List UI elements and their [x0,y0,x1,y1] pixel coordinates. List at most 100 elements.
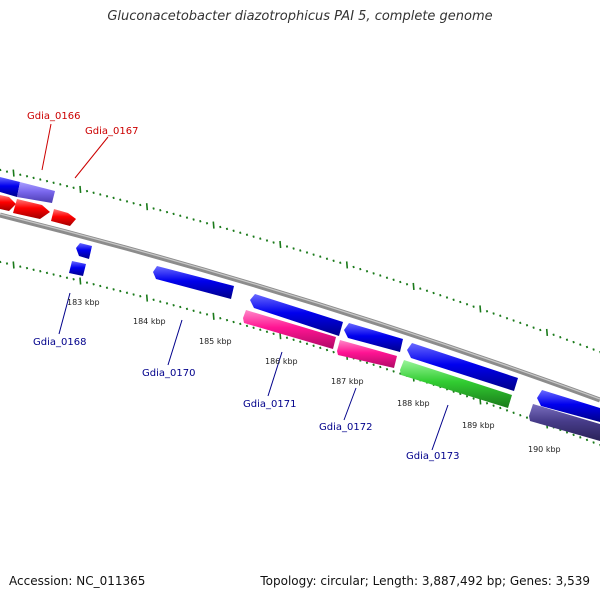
minor-tick [172,212,175,216]
minor-tick [152,207,155,210]
gene-label[interactable]: Gdia_0166 [27,111,80,122]
minor-tick [492,404,495,407]
minor-tick [459,392,462,396]
minor-tick [552,333,555,337]
minor-tick [132,201,135,205]
minor-tick [59,183,62,186]
major-tick [545,328,549,336]
minor-tick [272,241,275,244]
minor-tick [512,319,515,322]
gene-label[interactable]: Gdia_0171 [243,399,296,410]
minor-tick [125,291,129,295]
minor-tick [245,233,249,236]
minor-tick [299,249,302,252]
minor-tick [232,229,235,233]
minor-tick [179,305,182,309]
genome-backbone [0,212,600,403]
minor-tick [105,194,109,198]
minor-tick [72,278,75,281]
gene-label-leaders [41,123,449,451]
minor-tick [379,365,382,369]
minor-tick [372,363,375,367]
gene-label[interactable]: Gdia_0170 [142,368,195,379]
minor-tick [512,411,515,415]
minor-tick [259,237,262,240]
minor-tick [259,328,262,332]
minor-tick [505,316,509,320]
gene-label[interactable]: Gdia_0168 [33,337,86,348]
minor-tick [92,191,95,195]
minor-tick [305,251,309,254]
gene-reverse-blue [344,323,403,352]
minor-tick [52,273,55,276]
minor-tick [365,269,369,273]
scale-labels: 183 kbp 184 kbp 185 kbp 186 kbp 187 kbp … [67,298,561,454]
minor-tick [405,282,409,286]
gene-label[interactable]: Gdia_0173 [406,451,459,462]
minor-tick [59,274,62,278]
minor-tick [225,318,229,322]
minor-tick [185,307,189,311]
leader-line [58,292,71,335]
major-tick [12,169,15,177]
minor-tick [592,441,595,444]
minor-tick [239,322,242,326]
minor-tick [325,257,329,260]
minor-tick [239,231,242,234]
minor-tick [472,305,475,308]
minor-tick [539,328,542,332]
leader-line [41,123,52,171]
minor-tick [585,438,589,442]
minor-tick [112,288,115,291]
minor-tick [379,274,382,277]
minor-tick [225,227,229,231]
minor-tick [399,280,402,284]
gene-reverse-blue [76,243,92,259]
minor-tick [185,216,189,219]
scale-label: 184 kbp [133,317,166,326]
minor-tick [312,344,315,348]
leader-line [343,387,357,421]
minor-tick [265,330,269,333]
forward-strand-genes [0,177,76,226]
minor-tick [579,343,582,346]
accession-text: Accession: NC_011365 [9,574,146,588]
minor-tick [5,170,9,173]
minor-tick [365,361,369,364]
minor-tick [45,271,49,275]
minor-tick [499,406,502,410]
gene-reverse-pink [243,310,336,349]
scale-label: 183 kbp [67,298,100,307]
minor-tick [252,326,255,330]
minor-tick [519,321,522,325]
minor-tick [139,295,142,298]
minor-tick [139,203,142,207]
minor-tick [159,300,162,303]
minor-tick [299,340,302,344]
gene-forward-red [0,195,16,211]
minor-tick [439,294,442,297]
minor-tick [325,348,329,352]
minor-tick [459,300,462,304]
leader-line [267,351,283,397]
gene-label[interactable]: Gdia_0172 [319,422,372,433]
minor-tick [592,348,595,351]
minor-tick [519,413,522,417]
gene-label[interactable]: Gdia_0167 [85,126,138,137]
minor-tick [159,209,162,212]
minor-tick [352,265,355,269]
minor-tick [52,181,55,185]
minor-tick [425,289,429,293]
minor-tick [472,397,475,400]
gene-reverse-blue [537,390,600,422]
minor-tick [152,298,155,302]
minor-tick [19,265,22,268]
leader-line [74,136,109,179]
minor-tick [0,260,2,264]
minor-tick [465,394,469,398]
minor-tick [205,313,209,316]
tick-track-inner [0,260,600,447]
minor-tick [165,302,169,305]
minor-tick [565,338,569,341]
